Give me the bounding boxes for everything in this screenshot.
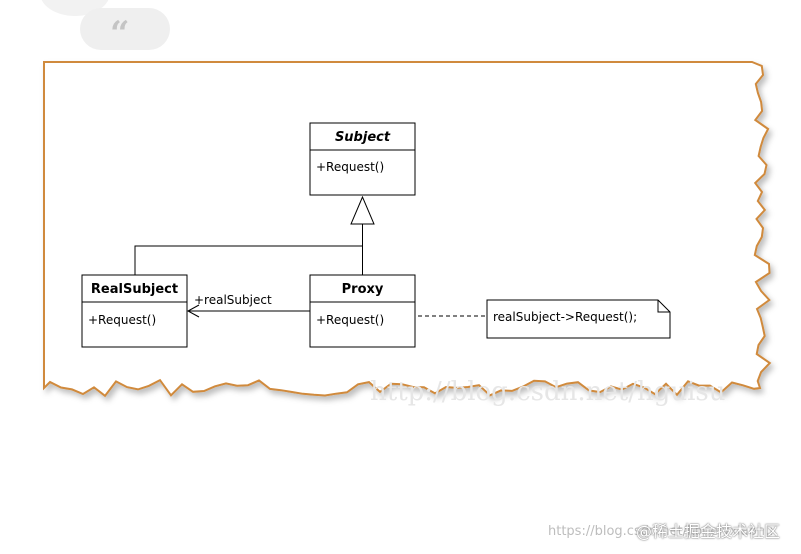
subject-class-name: Subject [335, 130, 391, 145]
quote-icon: “ [110, 14, 130, 54]
footer-url-watermark: https://blog.csdn.net/Lonelyxiaohu [548, 524, 774, 539]
subject-method: +Request() [316, 160, 384, 174]
faint-watermark: http://blog.csdn.net/hguisu [370, 377, 726, 407]
proxy-class-box: Proxy +Request() [309, 274, 416, 348]
subject-class-box: Subject +Request() [309, 122, 416, 196]
proxy-class-name: Proxy [342, 282, 384, 297]
association-label: +realSubject [194, 293, 272, 307]
realsubject-class-name: RealSubject [91, 282, 178, 297]
note-box: realSubject->Request(); [486, 299, 671, 339]
note-text: realSubject->Request(); [493, 310, 637, 324]
proxy-method: +Request() [316, 313, 384, 327]
inheritance-arrowhead [350, 195, 375, 225]
quote-badge [80, 8, 170, 50]
realsubject-class-box: RealSubject +Request() [81, 274, 188, 348]
realsubject-method: +Request() [88, 313, 156, 327]
brand-watermark: @稀土掘金技术社区 [636, 522, 781, 541]
association-arrowhead [186, 304, 200, 318]
